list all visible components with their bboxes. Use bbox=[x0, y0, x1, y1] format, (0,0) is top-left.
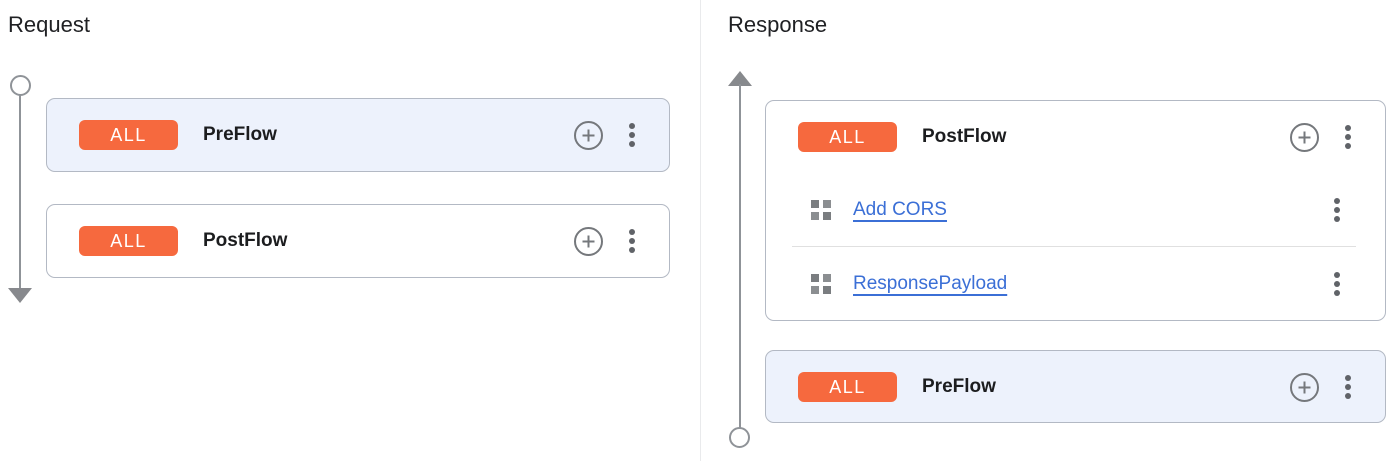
add-policy-icon[interactable] bbox=[573, 120, 604, 151]
request-timeline-arrow-down-icon bbox=[8, 288, 32, 303]
flow-name: PostFlow bbox=[203, 230, 288, 251]
condition-badge: ALL bbox=[79, 120, 178, 150]
flow-header: ALL PostFlow bbox=[47, 205, 669, 277]
flow-name: PostFlow bbox=[922, 126, 1007, 147]
add-policy-icon[interactable] bbox=[1289, 122, 1320, 153]
request-panel-title: Request bbox=[8, 12, 90, 37]
response-postflow-card[interactable]: ALL PostFlow Add CORS bbox=[765, 100, 1386, 321]
policy-link-add-cors[interactable]: Add CORS bbox=[853, 198, 947, 220]
panel-divider bbox=[700, 0, 701, 461]
more-options-icon[interactable] bbox=[625, 120, 639, 150]
flow-name: PreFlow bbox=[922, 376, 996, 397]
condition-badge: ALL bbox=[79, 226, 178, 256]
policy-grid-icon bbox=[811, 273, 831, 294]
request-timeline-line bbox=[19, 95, 21, 289]
add-policy-icon[interactable] bbox=[573, 226, 604, 257]
policy-grid-icon bbox=[811, 199, 831, 220]
response-timeline-arrow-up-icon bbox=[728, 71, 752, 86]
flow-name: PreFlow bbox=[203, 124, 277, 145]
condition-badge: ALL bbox=[798, 372, 897, 402]
policy-row: ResponsePayload bbox=[766, 247, 1385, 320]
policy-row: Add CORS bbox=[766, 173, 1385, 246]
flow-header: ALL PreFlow bbox=[47, 99, 669, 171]
policy-row-divider bbox=[792, 246, 1356, 247]
more-options-icon[interactable] bbox=[1341, 122, 1355, 152]
more-options-icon[interactable] bbox=[1330, 195, 1344, 225]
request-postflow-card[interactable]: ALL PostFlow bbox=[46, 204, 670, 278]
condition-badge: ALL bbox=[798, 122, 897, 152]
flow-header: ALL PreFlow bbox=[766, 351, 1385, 423]
request-preflow-card[interactable]: ALL PreFlow bbox=[46, 98, 670, 172]
request-timeline-start-circle bbox=[10, 75, 31, 96]
response-preflow-card[interactable]: ALL PreFlow bbox=[765, 350, 1386, 423]
more-options-icon[interactable] bbox=[625, 226, 639, 256]
more-options-icon[interactable] bbox=[1341, 372, 1355, 402]
response-panel-title: Response bbox=[728, 12, 828, 37]
add-policy-icon[interactable] bbox=[1289, 372, 1320, 403]
response-timeline-end-circle bbox=[729, 427, 750, 448]
response-timeline-line bbox=[739, 84, 741, 428]
more-options-icon[interactable] bbox=[1330, 269, 1344, 299]
flow-header: ALL PostFlow bbox=[766, 101, 1385, 173]
policy-link-responsepayload[interactable]: ResponsePayload bbox=[853, 272, 1008, 294]
